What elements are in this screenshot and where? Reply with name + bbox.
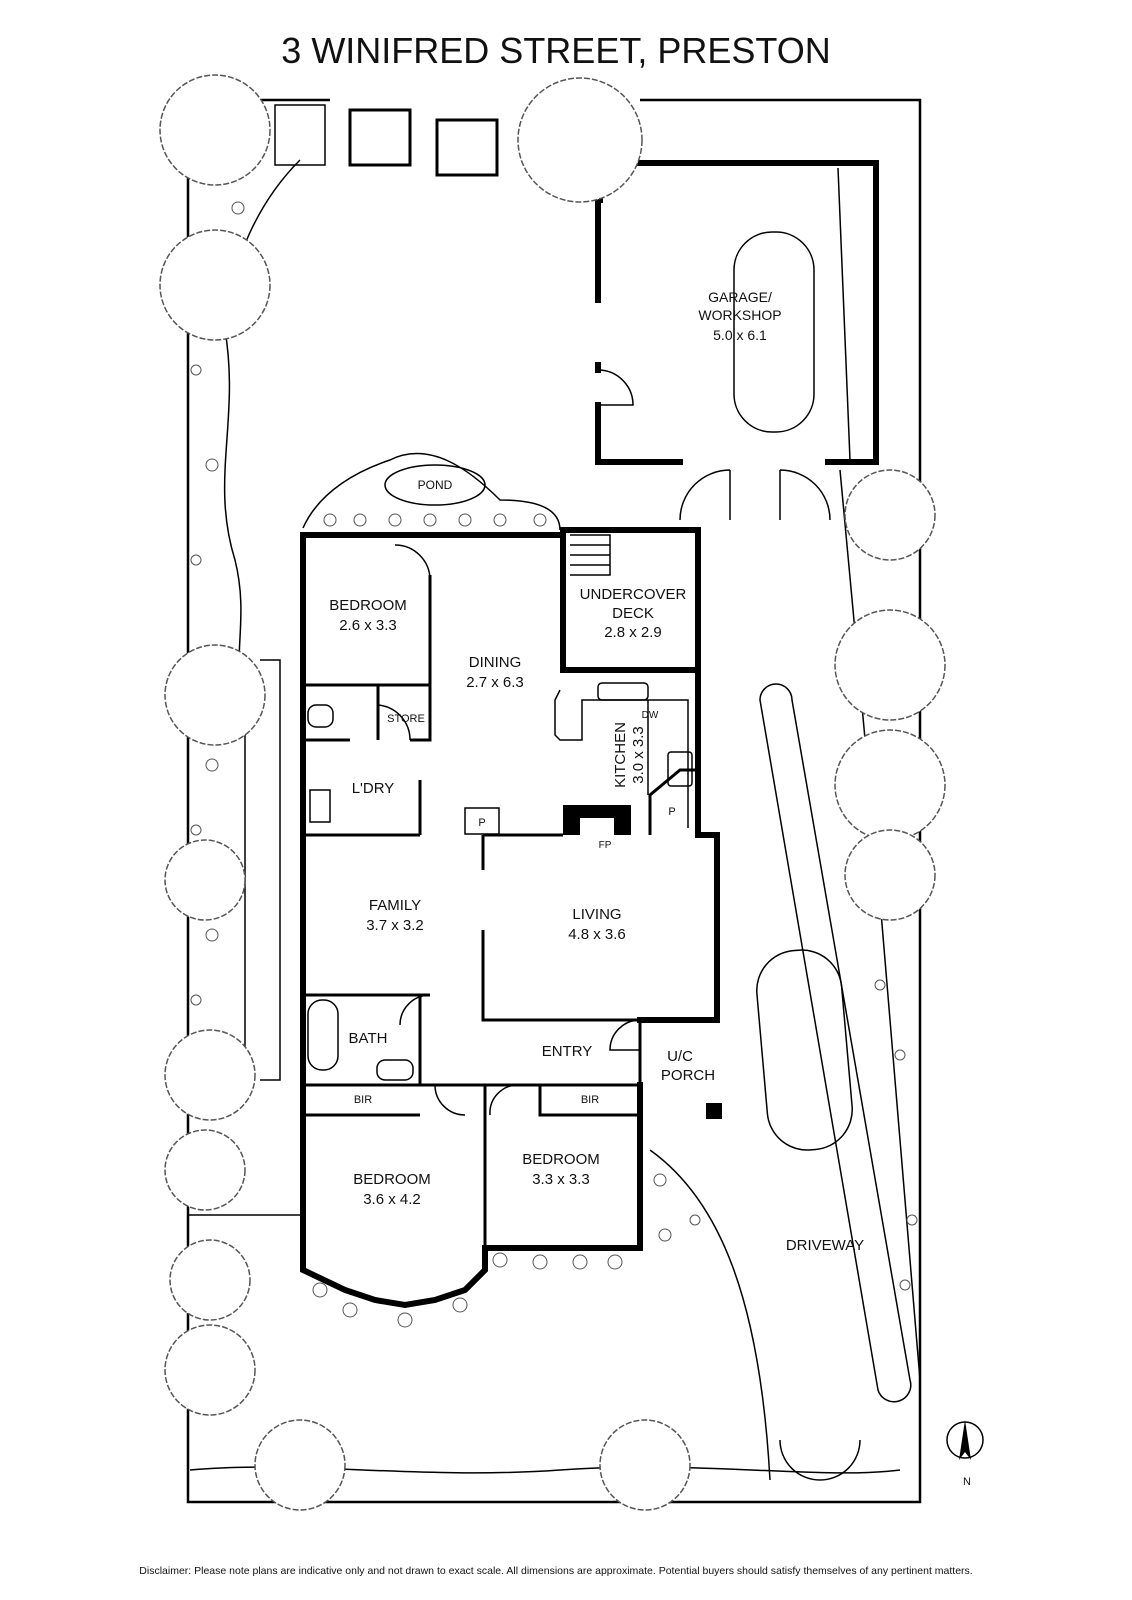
car-icon [756, 949, 853, 1151]
tree-icon [844, 829, 936, 921]
laundry-tub-icon [309, 789, 331, 823]
disclaimer: Disclaimer: Please note plans are indica… [139, 1565, 972, 1577]
bedroom-front-right-label: BEDROOM [522, 1151, 600, 1168]
kitchen-dims: 3.0 x 3.3 [630, 726, 647, 784]
tree-icon [599, 1419, 691, 1511]
tree-icon [517, 77, 643, 203]
driveway-strip [759, 683, 912, 1403]
bedroom-front-left-label: BEDROOM [353, 1171, 431, 1188]
north-compass: N [946, 1420, 984, 1488]
bedroom-front-right-dims: 3.3 x 3.3 [532, 1171, 590, 1188]
porch-label: U/C [667, 1048, 693, 1065]
trees [159, 74, 946, 1511]
interior-walls [300, 575, 698, 1248]
tree-icon [159, 229, 271, 341]
tree-icon [164, 644, 266, 746]
plan-title: 3 WINIFRED STREET, PRESTON [281, 30, 830, 71]
pantry [464, 807, 500, 835]
tree-icon [164, 1029, 256, 1121]
store-label: STORE [387, 713, 425, 725]
sink-icon [597, 682, 649, 701]
tree-icon [164, 839, 246, 921]
doors [377, 544, 641, 1116]
house-walls [300, 527, 720, 1309]
pond-label: POND [418, 478, 453, 492]
garage-dims: 5.0 x 6.1 [713, 327, 767, 343]
fireplace-opening [580, 818, 614, 835]
tree-icon [254, 1419, 346, 1511]
basin-icon [376, 1059, 414, 1081]
family-label: FAMILY [369, 897, 421, 914]
pond [384, 464, 486, 506]
garage-walls [595, 160, 879, 465]
garden-path [188, 159, 901, 1474]
bedroom-front-left-dims: 3.6 x 4.2 [363, 1191, 421, 1208]
shrubs [190, 201, 918, 1328]
shed [435, 118, 499, 177]
pantry-label: P [478, 817, 485, 829]
tree-icon [834, 609, 946, 721]
entry-label: ENTRY [542, 1043, 593, 1060]
shed [274, 104, 326, 166]
deck-label-2: DECK [612, 605, 654, 622]
garage-door [597, 369, 831, 521]
fireplace-label: FP [599, 840, 612, 851]
tree-icon [169, 1239, 251, 1321]
garage-label: GARAGE/ [708, 289, 772, 305]
deck-label: UNDERCOVER [580, 586, 687, 603]
living-label: LIVING [572, 906, 621, 923]
bir-label: BIR [354, 1094, 372, 1106]
pond-garden [302, 452, 561, 531]
car-icon [733, 231, 815, 433]
dining-label: DINING [469, 654, 522, 671]
shed [348, 108, 412, 167]
porch-post [706, 1103, 722, 1119]
kitchen-label: KITCHEN [612, 722, 629, 788]
deck-stairs [570, 534, 611, 576]
tree-icon [159, 74, 271, 186]
bathtub-icon [307, 999, 339, 1071]
cooktop-icon [667, 751, 693, 787]
pantry-label: P [668, 806, 675, 818]
tree-icon [164, 1129, 246, 1211]
bedroom-rear-label: BEDROOM [329, 597, 407, 614]
kitchen-bench [554, 689, 689, 828]
dining-dims: 2.7 x 6.3 [466, 674, 524, 691]
compass-arrow-icon [959, 1420, 971, 1460]
driveway-label: DRIVEWAY [786, 1237, 864, 1254]
bir-label: BIR [581, 1094, 599, 1106]
bedroom-rear-dims: 2.6 x 3.3 [339, 617, 397, 634]
toilet-icon [307, 704, 334, 728]
family-dims: 3.7 x 3.2 [366, 917, 424, 934]
tree-icon [164, 1324, 256, 1416]
tree-icon [834, 729, 946, 841]
porch-label-2: PORCH [661, 1067, 715, 1084]
deck-dims: 2.8 x 2.9 [604, 624, 662, 641]
tree-icon [844, 469, 936, 561]
laundry-label: L'DRY [352, 780, 395, 797]
living-dims: 4.8 x 3.6 [568, 926, 626, 943]
bath-label: BATH [349, 1030, 388, 1047]
garage-label-2: WORKSHOP [698, 307, 781, 323]
compass-label: N [963, 1476, 971, 1488]
dishwasher-label: DW [642, 710, 659, 721]
